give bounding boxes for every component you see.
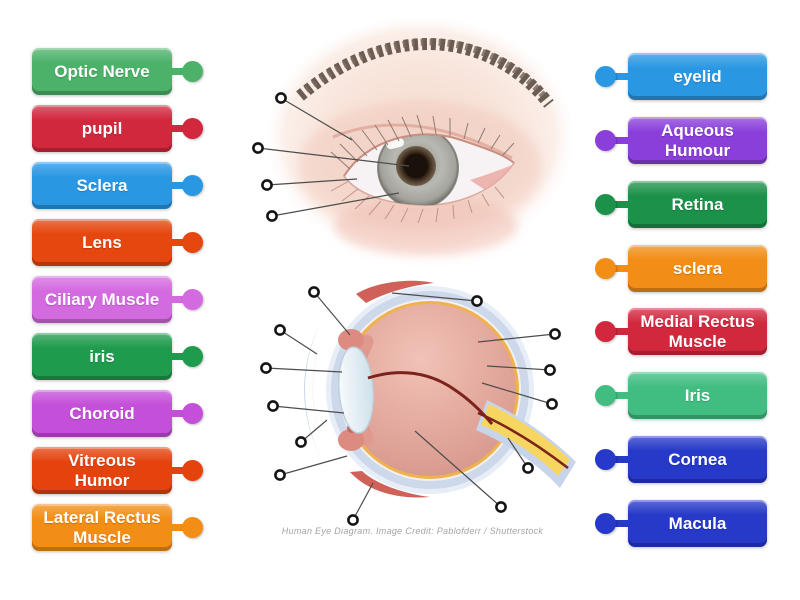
label-choroid[interactable]: Choroid	[32, 390, 203, 437]
label-text: Aqueous Humour	[661, 121, 734, 160]
connector-dot	[595, 258, 616, 279]
connector-stem	[612, 265, 629, 272]
image-credit-caption: Human Eye Diagram. Image Credit: Pablofd…	[281, 526, 544, 536]
pointer-lines	[257, 97, 556, 521]
connector-stem	[170, 353, 187, 360]
connector-stem	[170, 467, 187, 474]
label-text: Medial Rectus Muscle	[640, 312, 755, 351]
connector-stem	[170, 239, 187, 246]
connector-stem	[612, 520, 629, 527]
connector-dot	[182, 289, 203, 310]
drop-marker[interactable]	[267, 400, 279, 412]
drop-marker[interactable]	[275, 92, 287, 104]
cross-section-illustration	[304, 280, 576, 498]
connector-stem	[170, 296, 187, 303]
optic-nerve-shape	[481, 404, 570, 476]
label-text: pupil	[81, 118, 123, 138]
connector-stem	[170, 68, 187, 75]
label-text: Optic Nerve	[54, 61, 150, 81]
label-text: Lens	[82, 232, 122, 252]
connector-dot	[595, 385, 616, 406]
label-pupil[interactable]: pupil	[32, 105, 203, 152]
drop-marker[interactable]	[260, 362, 272, 374]
lower-eyelashes	[330, 180, 505, 224]
superior-muscle	[356, 280, 434, 303]
connector-stem	[170, 524, 187, 531]
label-retina[interactable]: Retina	[595, 181, 767, 228]
connector-dot	[182, 346, 203, 367]
retinal-vessel	[367, 371, 494, 425]
label-cornea[interactable]: Cornea	[595, 436, 767, 483]
connector-dot	[182, 232, 203, 253]
label-sclera[interactable]: sclera	[595, 245, 767, 292]
label-lateral-rectus-muscle[interactable]: Lateral Rectus Muscle	[32, 504, 203, 551]
label-text: Retina	[671, 194, 724, 214]
connector-stem	[612, 456, 629, 463]
label-text: Macula	[668, 513, 727, 533]
label-iris[interactable]: Iris	[595, 372, 767, 419]
connector-dot	[182, 403, 203, 424]
label-sclera[interactable]: Sclera	[32, 162, 203, 209]
connector-dot	[595, 66, 616, 87]
drop-marker[interactable]	[522, 462, 534, 474]
drop-marker[interactable]	[308, 286, 320, 298]
label-ciliary-muscle[interactable]: Ciliary Muscle	[32, 276, 203, 323]
drop-marker[interactable]	[295, 436, 307, 448]
connector-stem	[170, 182, 187, 189]
connector-dot	[182, 517, 203, 538]
drop-marker[interactable]	[252, 142, 264, 154]
drop-marker[interactable]	[471, 295, 483, 307]
label-text: eyelid	[673, 66, 722, 86]
connector-stem	[612, 392, 629, 399]
label-eyelid[interactable]: eyelid	[595, 53, 767, 100]
connector-dot	[182, 460, 203, 481]
connector-stem	[170, 410, 187, 417]
connector-dot	[182, 61, 203, 82]
connector-stem	[612, 73, 629, 80]
label-text: Vitreous Humor	[68, 451, 136, 490]
connector-stem	[612, 201, 629, 208]
front-eye-illustration	[267, 17, 573, 257]
drop-marker[interactable]	[274, 324, 286, 336]
label-optic-nerve[interactable]: Optic Nerve	[32, 48, 203, 95]
drop-marker[interactable]	[274, 469, 286, 481]
label-text: Choroid	[69, 403, 135, 423]
label-macula[interactable]: Macula	[595, 500, 767, 547]
drop-marker[interactable]	[347, 514, 359, 526]
inferior-muscle	[350, 471, 430, 498]
lens-shape	[338, 346, 374, 434]
drop-marker[interactable]	[495, 501, 507, 513]
label-lens[interactable]: Lens	[32, 219, 203, 266]
label-aqueous-humour[interactable]: Aqueous Humour	[595, 117, 767, 164]
label-text: sclera	[672, 258, 723, 278]
label-text: Sclera	[76, 175, 128, 195]
drop-marker[interactable]	[261, 179, 273, 191]
label-iris[interactable]: iris	[32, 333, 203, 380]
eyebrow	[296, 37, 554, 108]
label-medial-rectus-muscle[interactable]: Medial Rectus Muscle	[595, 308, 767, 355]
connector-dot	[595, 130, 616, 151]
label-text: Iris	[684, 385, 711, 405]
label-vitreous-humor[interactable]: Vitreous Humor	[32, 447, 203, 494]
connector-dot	[595, 513, 616, 534]
connector-stem	[170, 125, 187, 132]
connector-dot	[595, 194, 616, 215]
label-text: Cornea	[668, 449, 727, 469]
connector-dot	[182, 175, 203, 196]
connector-stem	[612, 137, 629, 144]
label-text: Ciliary Muscle	[44, 289, 160, 309]
connector-stem	[612, 328, 629, 335]
connector-dot	[182, 118, 203, 139]
drop-marker[interactable]	[266, 210, 278, 222]
label-text: Lateral Rectus Muscle	[43, 508, 161, 547]
connector-dot	[595, 449, 616, 470]
drop-marker[interactable]	[544, 364, 556, 376]
label-text: iris	[89, 346, 115, 366]
drop-marker[interactable]	[546, 398, 558, 410]
connector-dot	[595, 321, 616, 342]
cornea-shape	[304, 320, 322, 460]
drop-marker[interactable]	[549, 328, 561, 340]
